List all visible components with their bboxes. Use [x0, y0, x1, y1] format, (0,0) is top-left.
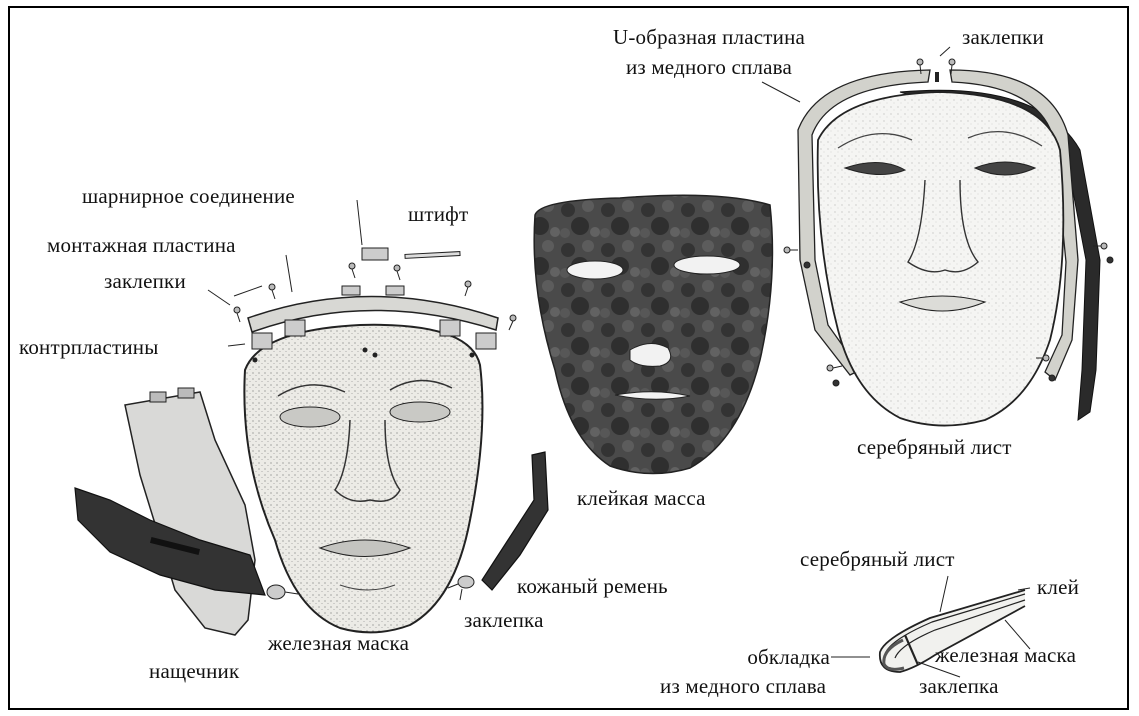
label-mounting-plate: монтажная пластина: [47, 235, 236, 256]
hinge-block: [386, 286, 404, 295]
hinge-part: [362, 248, 388, 260]
label-u-plate-line2: из медного сплава: [580, 57, 838, 78]
pin: [405, 252, 460, 259]
label-cs-glue: клей: [1037, 577, 1079, 598]
silver-mask-group: [784, 59, 1113, 426]
label-iron-mask: железная маска: [268, 633, 409, 654]
mask-hole: [363, 348, 368, 353]
u-plate-gap-piece: [935, 72, 939, 82]
label-cs-iron-mask: железная маска: [935, 645, 1076, 666]
label-pin: штифт: [408, 204, 468, 225]
label-rivets-left: заклепки: [104, 271, 186, 292]
cheek-guard-plate: [125, 392, 255, 635]
mask-eye-right: [390, 402, 450, 422]
label-cs-rivet: заклепка: [919, 676, 999, 697]
glue-eye-right: [674, 256, 740, 274]
label-cs-binding-line2: из медного сплава: [660, 676, 826, 697]
label-cs-binding-line1: обкладка: [700, 647, 830, 668]
cheek-guard-group: [75, 388, 265, 635]
mask-hole: [373, 353, 378, 358]
label-rivets-top: заклепки: [962, 27, 1044, 48]
label-cheek-guard: нащечник: [149, 661, 239, 682]
silver-sheet-face: [818, 92, 1064, 426]
counterplate: [252, 333, 272, 349]
mask-eye-left: [280, 407, 340, 427]
label-leather-strap: кожаный ремень: [517, 576, 668, 597]
label-rivet: заклепка: [464, 610, 544, 631]
cheek-hinge-knuckle: [150, 392, 166, 402]
label-u-plate-line1: U-образная пластина: [580, 27, 838, 48]
cheek-hinge-knuckle: [178, 388, 194, 398]
label-glue-mass: клейкая масса: [577, 488, 706, 509]
counterplate: [285, 320, 305, 336]
label-cs-silver-sheet: серебряный лист: [800, 549, 955, 570]
mask-hole: [470, 353, 475, 358]
glue-mass-group: [534, 195, 772, 473]
label-counterplates: контрпластины: [19, 337, 159, 358]
hinge-block: [342, 286, 360, 295]
label-hinge: шарнирное соединение: [82, 186, 295, 207]
counterplate: [476, 333, 496, 349]
leather-strap: [482, 452, 548, 590]
glue-mass: [534, 195, 772, 473]
glue-eye-left: [567, 261, 623, 279]
counterplate: [440, 320, 460, 336]
glue-nose-hole: [630, 343, 671, 366]
label-silver-sheet: серебряный лист: [857, 437, 1012, 458]
mask-hole: [253, 358, 258, 363]
